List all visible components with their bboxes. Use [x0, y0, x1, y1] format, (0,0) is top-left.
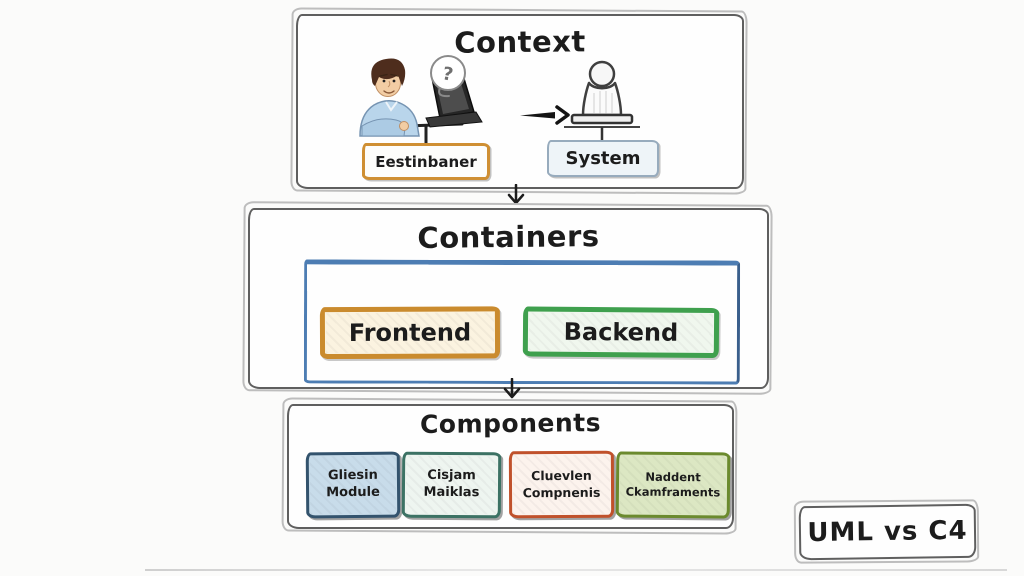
thought-bubble-icon: ? [430, 55, 466, 98]
badge-label: UML vs C4 [807, 515, 968, 549]
person-at-laptop-illustration: ? [359, 55, 483, 151]
person-icon [359, 58, 420, 137]
component-box-3: Cluevlen Compnenis [508, 450, 615, 519]
baseline-sketch-line [145, 569, 1007, 571]
arrow-containers-to-components-icon [503, 378, 521, 399]
frontend-label: Frontend [348, 318, 472, 347]
component-box-4: Naddent Ckamframents [615, 451, 731, 519]
component-box-1: Gliesin Module [305, 451, 401, 519]
system-label: System [565, 148, 641, 169]
arrow-context-to-containers-icon [507, 184, 525, 205]
frontend-container-box: Frontend [319, 306, 501, 360]
backend-label: Backend [563, 317, 679, 347]
component-4-line2: Ckamframents [625, 484, 721, 500]
uml-vs-c4-badge: UML vs C4 [798, 503, 977, 561]
component-2-line2: Maiklas [423, 484, 480, 501]
components-level-box: Components Gliesin Module Cisjam Maiklas… [287, 404, 734, 529]
system-label-box: System [547, 140, 659, 177]
component-3-line1: Cluevlen [531, 468, 592, 484]
system-boundary-box: Frontend Backend [303, 259, 741, 385]
component-1-line2: Module [326, 484, 380, 501]
component-1-line1: Gliesin [327, 467, 378, 484]
backend-container-box: Backend [522, 306, 720, 359]
context-level-box: Context ? [296, 14, 744, 189]
pawn-icon [564, 60, 640, 149]
actor-label: Eestinbaner [375, 152, 477, 171]
question-mark-text: ? [441, 63, 455, 85]
actor-label-box: Eestinbaner [362, 143, 490, 180]
component-4-line1: Naddent [645, 469, 701, 485]
component-3-line2: Compnenis [522, 484, 601, 500]
component-box-2: Cisjam Maiklas [401, 451, 502, 519]
containers-level-box: Containers Frontend Backend [248, 208, 769, 389]
containers-title: Containers [417, 219, 600, 255]
components-title: Components [419, 408, 602, 439]
arrow-person-to-system-icon [520, 105, 570, 125]
component-2-line1: Cisjam [427, 467, 476, 484]
